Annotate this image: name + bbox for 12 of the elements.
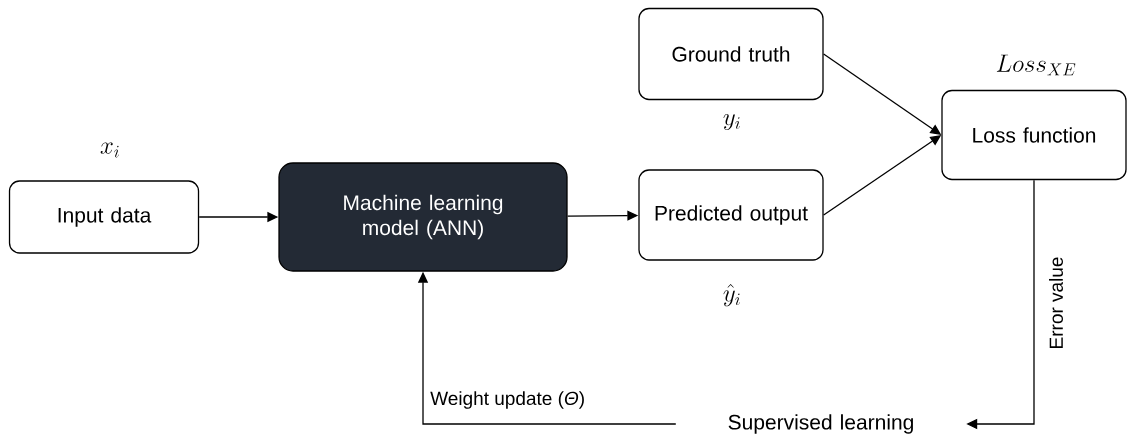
math-label: $x_i$ xyxy=(100,142,119,158)
process-box: Input data xyxy=(8,180,200,254)
process-box: Loss function xyxy=(941,89,1127,181)
edge-label: Weight update (Θ) xyxy=(429,390,587,410)
process-box: Predicted output xyxy=(638,169,824,261)
math-label: $\hat{y}_i$ xyxy=(723,283,740,307)
process-text: Supervised learning xyxy=(728,414,913,434)
model-box: Machine learning model (ANN) xyxy=(278,162,568,272)
math-label: $Loss_{XE}$ xyxy=(996,54,1076,76)
process-box: Ground truth xyxy=(638,7,824,101)
math-label: $y_i$ xyxy=(723,113,740,130)
edge-label: Error value xyxy=(1048,255,1064,351)
